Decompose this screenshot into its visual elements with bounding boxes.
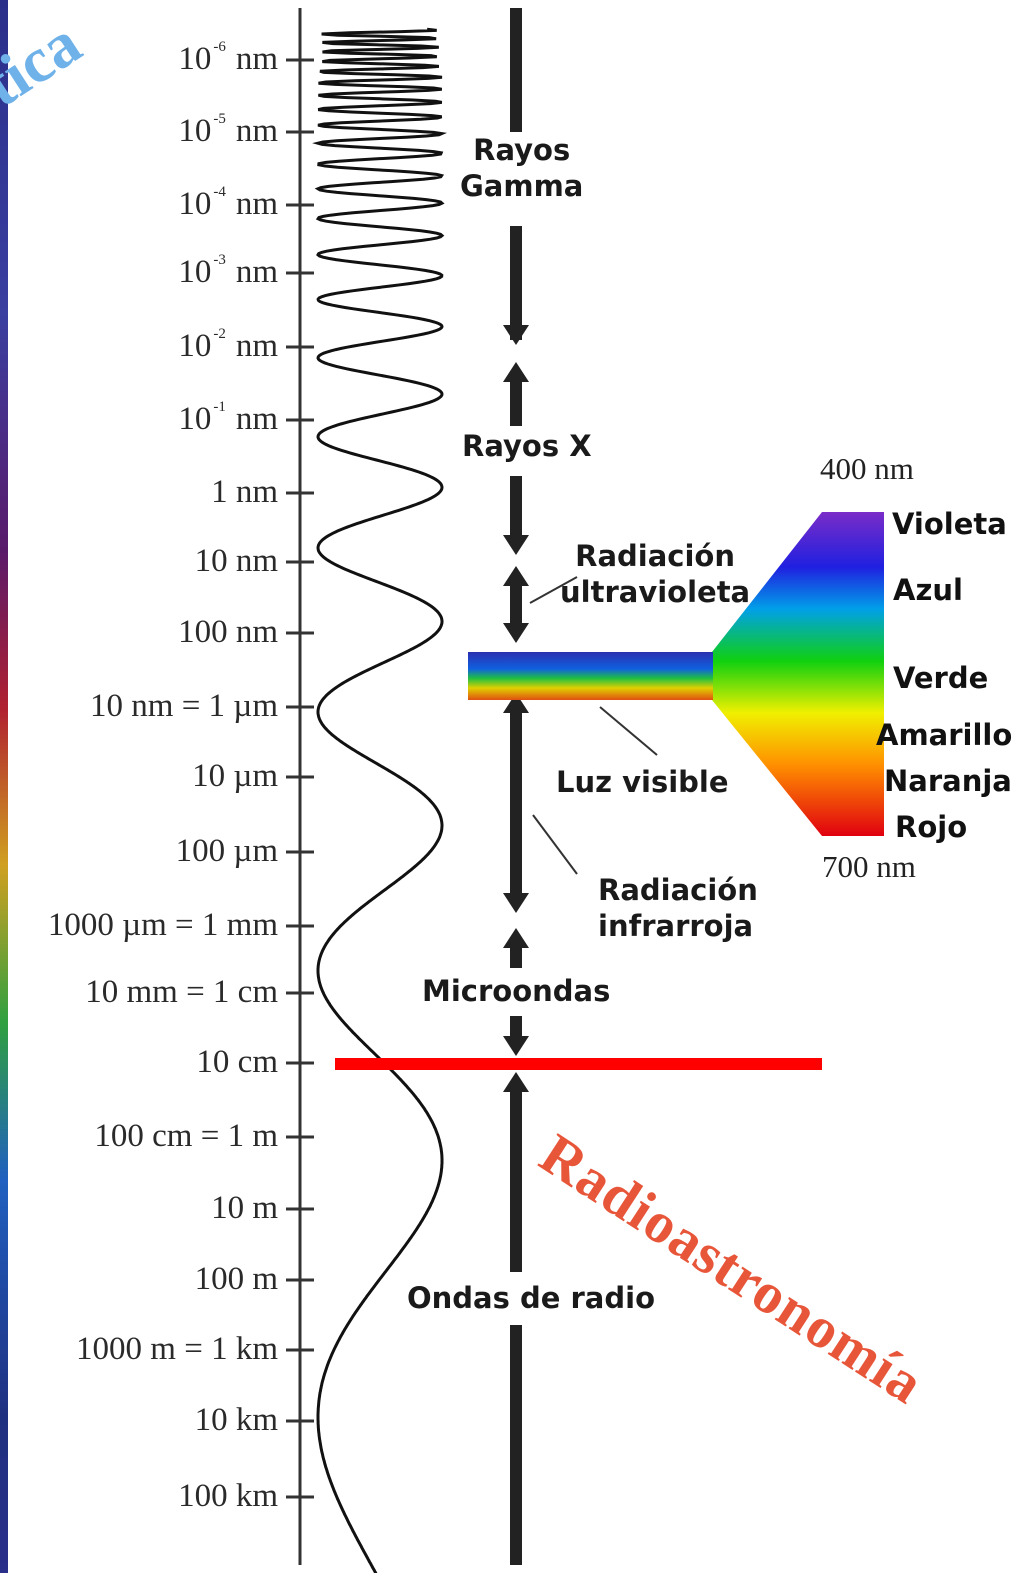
scale-tick-label: 10 cm [196, 1044, 278, 1080]
band-segment [510, 584, 522, 628]
arrow-up [503, 1072, 529, 1092]
band-segment [510, 1325, 522, 1565]
wavelength-wave [312, 27, 448, 1573]
arrow-down [503, 535, 529, 555]
scale-tick-label: 10 µm [192, 758, 278, 794]
band-label-uv: Radiación ultravioleta [560, 539, 751, 610]
arrow-down [503, 893, 529, 913]
decorative-side-strip [0, 0, 8, 1573]
band-segment [510, 226, 522, 340]
band-label-microwaves: Microondas [420, 973, 613, 1010]
scale-tick-label: 1000 m = 1 km [76, 1331, 278, 1367]
band-label-visible: Luz visible [556, 765, 729, 799]
color-label-blue: Azul [893, 573, 963, 607]
visible-pointer-line [599, 706, 658, 756]
scale-tick-marks [286, 58, 314, 1499]
visible-spectrum-strip [468, 652, 713, 700]
color-label-yellow: Amarillo [876, 718, 1013, 752]
band-label-infrared: Radiación infrarroja [598, 873, 758, 944]
spectrum-label-400nm: 400 nm [820, 451, 914, 486]
arrow-up [503, 693, 529, 713]
scale-tick-label: 100 m [194, 1261, 278, 1297]
scale-tick-label: 100 cm = 1 m [94, 1118, 278, 1154]
band-segment [510, 712, 522, 898]
scale-tick-label: 1 nm [211, 474, 278, 510]
scale-tick-label: 10 nm [194, 543, 278, 579]
ir-pointer-line [532, 814, 578, 875]
band-segment [510, 378, 522, 426]
color-label-orange: Naranja [884, 764, 1012, 798]
arrow-up [503, 566, 529, 586]
scale-tick-label: 100 nm [178, 614, 278, 650]
band-segment [510, 1016, 522, 1040]
band-label-gamma: Rayos Gamma [458, 132, 586, 205]
scale-tick-label: 10 km [194, 1402, 278, 1438]
arrow-down [503, 325, 529, 345]
color-label-green: Verde [893, 661, 989, 695]
band-label-xray: Rayos X [460, 428, 594, 465]
color-label-violet: Violeta [892, 507, 1007, 541]
scale-tick-label: 10 mm = 1 cm [85, 974, 278, 1010]
color-label-red: Rojo [895, 810, 968, 844]
band-arrow-column [503, 8, 529, 1565]
scale-tick-label: 1000 µm = 1 mm [47, 907, 278, 943]
arrow-down [503, 623, 529, 643]
scale-tick-label: 100 km [178, 1478, 278, 1514]
uv-pointer-line [529, 576, 578, 604]
band-segment [510, 946, 522, 968]
band-segment [510, 8, 522, 132]
arrow-down [503, 1036, 529, 1056]
band-segment [510, 476, 522, 540]
arrow-up [503, 362, 529, 382]
scale-tick-label: 100 µm [175, 833, 278, 869]
band-segment [510, 1090, 522, 1272]
band-label-radio: Ondas de radio [405, 1280, 658, 1317]
scale-tick-label: 10 m [211, 1190, 278, 1226]
scale-tick-label: 10 nm = 1 µm [90, 688, 278, 724]
spectrum-label-700nm: 700 nm [822, 849, 916, 884]
arrow-up [503, 928, 529, 948]
